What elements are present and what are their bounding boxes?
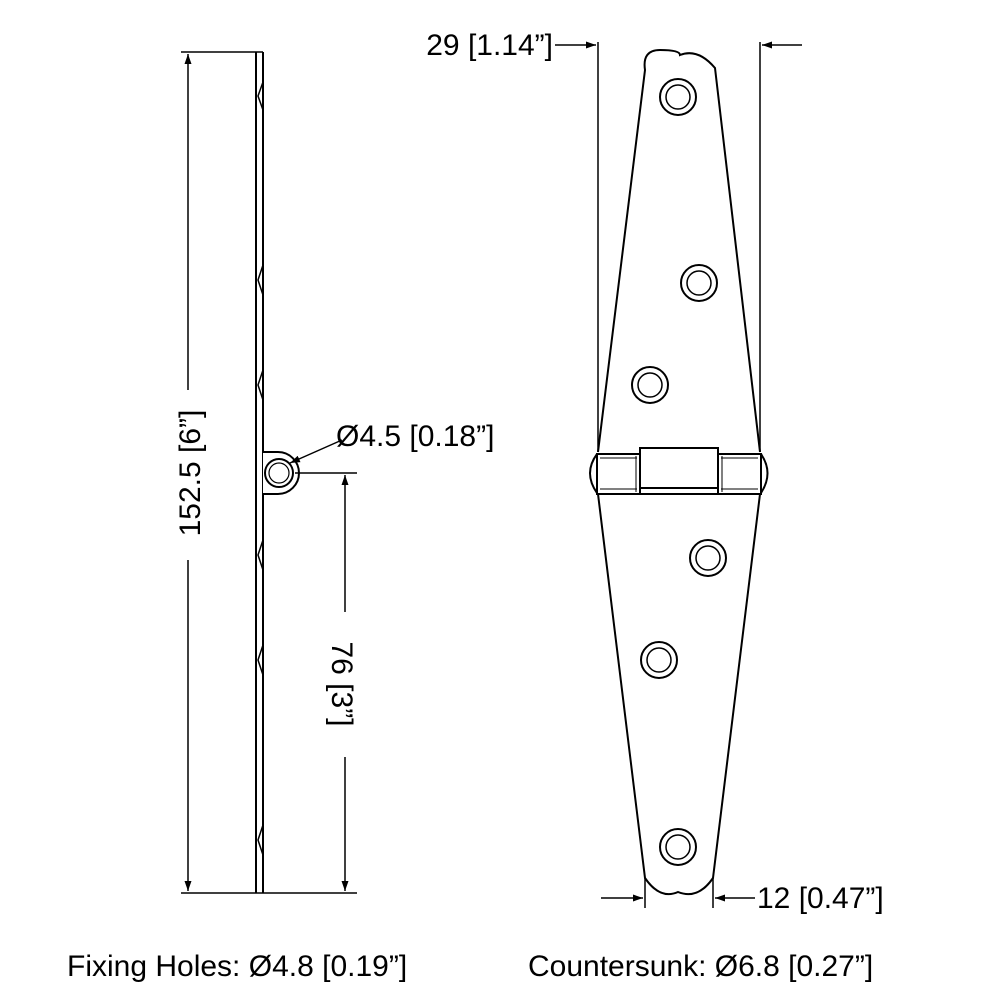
pin-diameter-label: Ø4.5 [0.18”] xyxy=(336,420,494,453)
fixing-hole xyxy=(659,828,697,866)
half-length-label: 76 [3”] xyxy=(325,641,358,726)
fixing-hole xyxy=(680,264,718,302)
top-leaf xyxy=(597,48,761,453)
width-label: 29 [1.14”] xyxy=(426,29,553,62)
fixing-hole xyxy=(640,641,678,679)
pin-diameter-callout: Ø4.5 [0.18”] xyxy=(289,420,494,464)
side-view: 152.5 [6”] 76 [3”] Ø4.5 [0.18”] xyxy=(174,51,494,894)
tip-width-dimension: 12 [0.47”] xyxy=(601,878,884,915)
countersink-notches xyxy=(257,81,264,856)
length-dimension: 152.5 [6”] xyxy=(174,51,256,894)
fixing-hole xyxy=(631,366,669,404)
width-dimension: 29 [1.14”] xyxy=(426,29,802,452)
fixing-holes-note: Fixing Holes: Ø4.8 [0.19”] xyxy=(67,950,408,983)
fixing-hole xyxy=(659,78,697,116)
bottom-leaf xyxy=(597,493,761,896)
front-view: 29 [1.14”] 12 [0.47”] xyxy=(426,29,884,915)
pin-knuckle xyxy=(263,451,300,495)
fixing-holes xyxy=(631,78,727,866)
length-label: 152.5 [6”] xyxy=(174,410,207,537)
tip-width-label: 12 [0.47”] xyxy=(757,882,884,915)
countersunk-note: Countersunk: Ø6.8 [0.27”] xyxy=(528,950,874,983)
knuckle-barrel xyxy=(589,447,769,495)
fixing-hole xyxy=(689,539,727,577)
half-length-dimension: 76 [3”] xyxy=(263,472,358,894)
